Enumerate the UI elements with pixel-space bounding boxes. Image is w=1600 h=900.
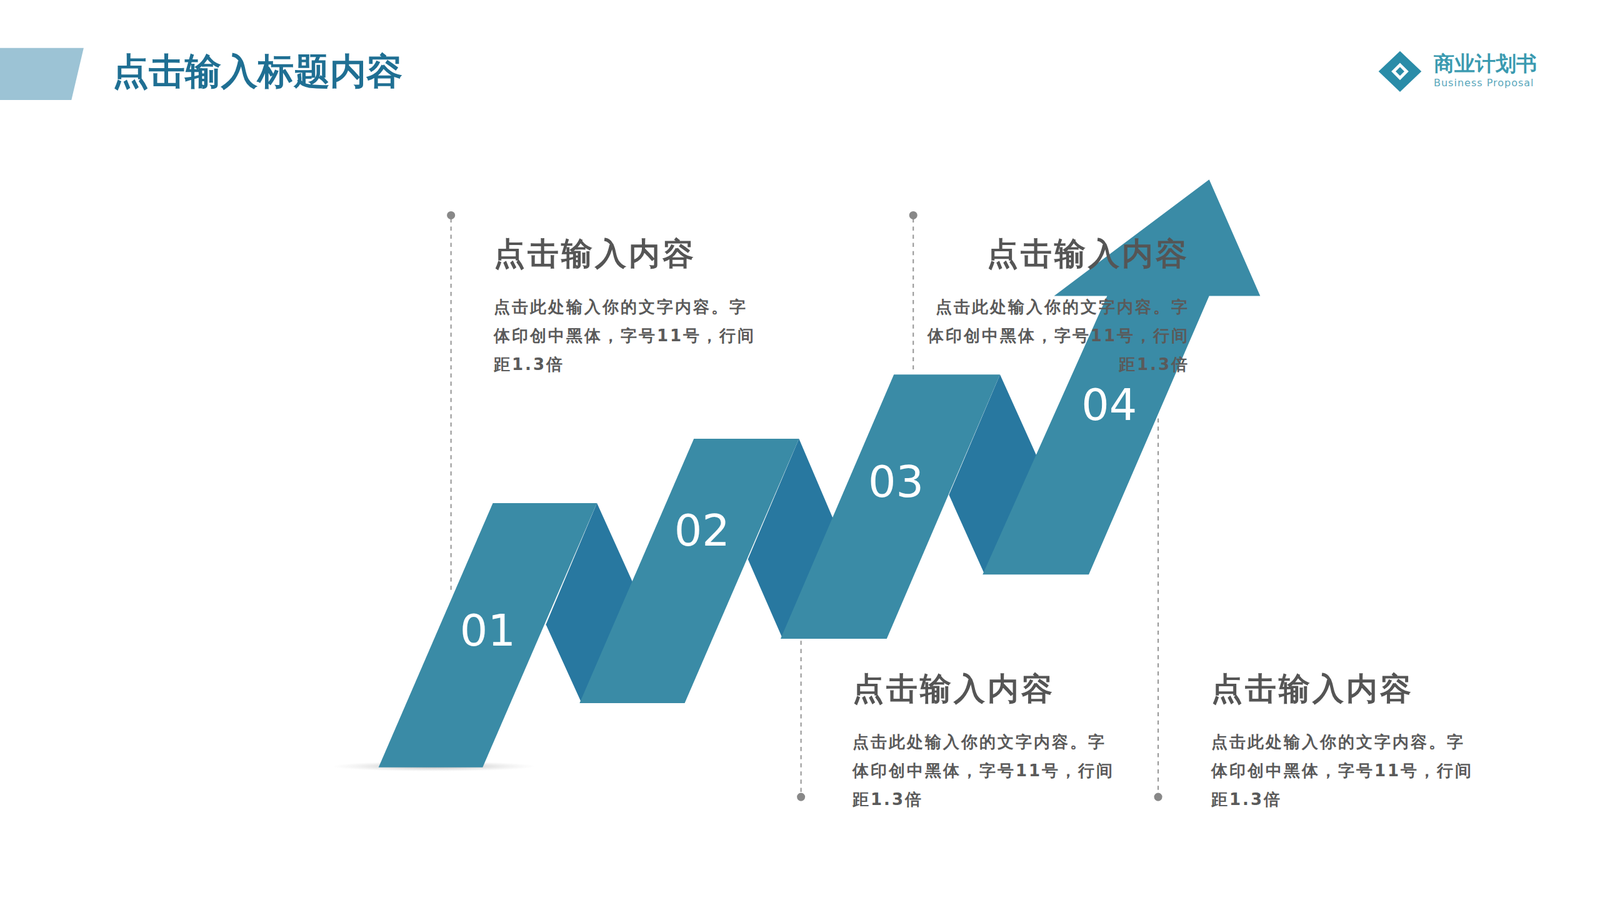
ribbon-folds [545, 374, 1037, 704]
item-body: 点击此处输入你的文字内容。字 体印创中黑体，字号11号，行间 距1.3倍 [852, 727, 1147, 814]
ribbon-step: 03 [863, 456, 929, 508]
header-bar [0, 48, 84, 100]
item-heading: 点击输入内容 [986, 235, 1190, 273]
logo-icon [1378, 51, 1422, 92]
logo-title: 商业计划书 [1433, 52, 1537, 75]
step-number: 02 [674, 508, 730, 553]
ribbon-step: 01 [455, 605, 521, 657]
item-body: 点击此处输入你的文字内容。字 体印创中黑体，字号11号，行间 距1.3倍 [493, 292, 788, 379]
item-body: 点击此处输入你的文字内容。字 体印创中黑体，字号11号，行间 距1.3倍 [895, 292, 1190, 379]
item-body: 点击此处输入你的文字内容。字 体印创中黑体，字号11号，行间 距1.3倍 [1211, 727, 1505, 814]
ribbon-segments [378, 179, 1261, 767]
item-heading: 点击输入内容 [1211, 670, 1414, 708]
item-heading: 点击输入内容 [493, 235, 697, 273]
step-number: 04 [1081, 383, 1137, 427]
ribbon-step: 04 [1076, 379, 1142, 431]
logo-subtitle: Business Proposal [1433, 77, 1535, 89]
page-title: 点击输入标题内容 [112, 50, 403, 94]
item-heading: 点击输入内容 [852, 670, 1055, 708]
step-number: 01 [460, 608, 516, 653]
ribbon-step: 02 [669, 505, 735, 557]
step-number: 03 [868, 460, 924, 504]
